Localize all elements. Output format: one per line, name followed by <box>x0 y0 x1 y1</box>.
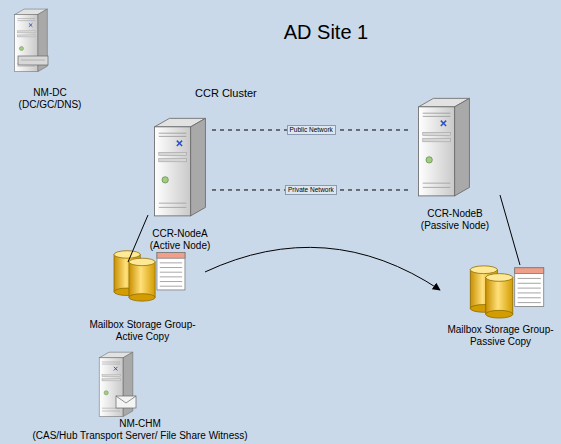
server-icon <box>99 352 136 416</box>
link-label: Private Network <box>285 185 337 195</box>
server-node: NM-CHM(CAS/Hub Transport Server/ File Sh… <box>0 348 280 442</box>
node-role: (CAS/Hub Transport Server/ File Share Wi… <box>32 430 247 442</box>
replication-arrow <box>205 247 440 290</box>
storage-node: Mailbox Storage Group- Active Copy <box>80 262 205 343</box>
server-node: NM-DC(DC/GC/DNS) <box>5 3 95 111</box>
server-node: CCR-NodeB(Passive Node) <box>410 92 500 232</box>
node-name: CCR-NodeA <box>152 228 208 240</box>
node-name: CCR-NodeB <box>427 208 483 220</box>
envelope-icon <box>116 396 136 408</box>
server-node: CCR-NodeA(Active Node) <box>148 112 212 252</box>
group-label: CCR Cluster <box>195 87 257 100</box>
link-label: Public Network <box>287 125 336 135</box>
node-role: (Passive Node) <box>421 220 489 232</box>
server-icon <box>15 9 48 72</box>
node-role: (DC/GC/DNS) <box>19 99 82 111</box>
storage-icon <box>470 266 543 318</box>
node-name: NM-DC <box>33 87 66 99</box>
server-icon <box>155 118 206 216</box>
node-name: Mailbox Storage Group- Active Copy <box>80 319 205 343</box>
node-name: NM-CHM <box>119 418 161 430</box>
node-role: (Active Node) <box>150 240 211 252</box>
server-icon <box>419 98 470 196</box>
drive-tray <box>18 56 48 65</box>
storage-link <box>500 195 520 265</box>
storage-link <box>128 215 148 262</box>
storage-node: Mailbox Storage Group- Passive Copy <box>440 265 561 348</box>
node-name: Mailbox Storage Group- Passive Copy <box>440 324 561 348</box>
diagram-title: AD Site 1 <box>230 20 422 44</box>
storage-icon <box>114 251 185 301</box>
